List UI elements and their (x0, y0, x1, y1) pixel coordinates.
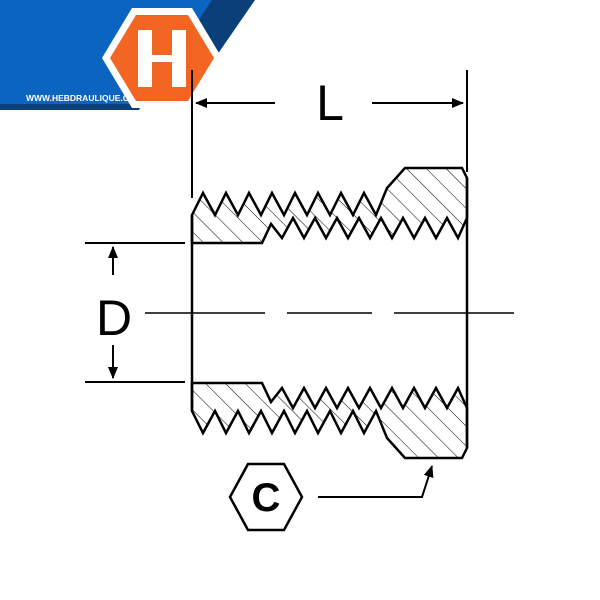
dimension-lines (85, 70, 515, 383)
top-wall-section (190, 166, 469, 245)
length-label: L (316, 75, 344, 131)
banner-underline (0, 104, 142, 110)
diameter-label: D (96, 290, 132, 346)
hex-leader-line (318, 465, 434, 498)
fitting-section (190, 166, 469, 460)
brand-banner: WWW.HEBDRAULIQUE.CA (0, 0, 255, 110)
hex-size-icon (228, 462, 304, 532)
bottom-wall-section (190, 381, 469, 460)
logo-h-icon (138, 30, 186, 87)
hex-callout: C (228, 462, 434, 532)
hex-label: C (252, 476, 281, 520)
website-url: WWW.HEBDRAULIQUE.CA (26, 93, 135, 103)
